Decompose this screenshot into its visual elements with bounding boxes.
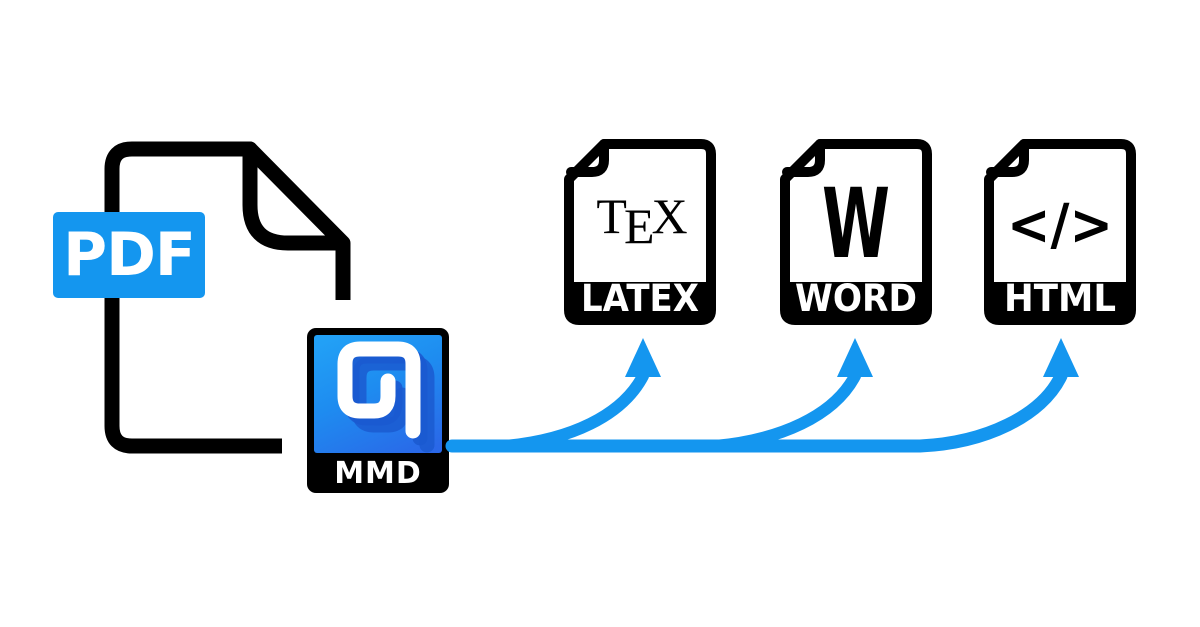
label-band: [785, 282, 927, 320]
mathpix-m-glyph: [337, 341, 435, 453]
arrow-trunk-to-html: [445, 369, 1068, 453]
arrowhead-latex: [625, 338, 661, 377]
arrowhead-html: [1043, 338, 1079, 377]
pdf-badge-label: PDF: [63, 220, 196, 290]
mathpix-m-icon: [314, 335, 442, 453]
label-band: [989, 282, 1131, 320]
mmd-badge-label: MMD: [334, 455, 422, 491]
band-label: WORD: [795, 277, 917, 320]
word-file-icon: W WORD: [780, 139, 932, 325]
code-brackets-icon: </>: [1007, 193, 1113, 258]
arrow-to-word: [709, 370, 861, 452]
pdf-badge: PDF: [53, 212, 205, 298]
folded-corner-line: [566, 139, 609, 177]
m-glyph-stroke: [337, 341, 421, 439]
letter-w-glyph: W: [822, 168, 890, 280]
folded-corner-line: [242, 141, 349, 251]
band-label: LATEX: [581, 277, 699, 320]
latex-file-icon: TEX LATEX: [564, 139, 716, 325]
tex-logo: TEX: [596, 188, 687, 254]
arrowhead-word: [837, 338, 873, 377]
label-band: [569, 282, 711, 320]
band-label: HTML: [1004, 277, 1116, 320]
folded-corner-line: [782, 139, 825, 177]
arrow-to-latex: [499, 370, 649, 452]
html-file-icon: </> HTML: [984, 139, 1136, 325]
folded-corner-line: [986, 139, 1029, 177]
mmd-badge: MMD: [307, 328, 449, 493]
